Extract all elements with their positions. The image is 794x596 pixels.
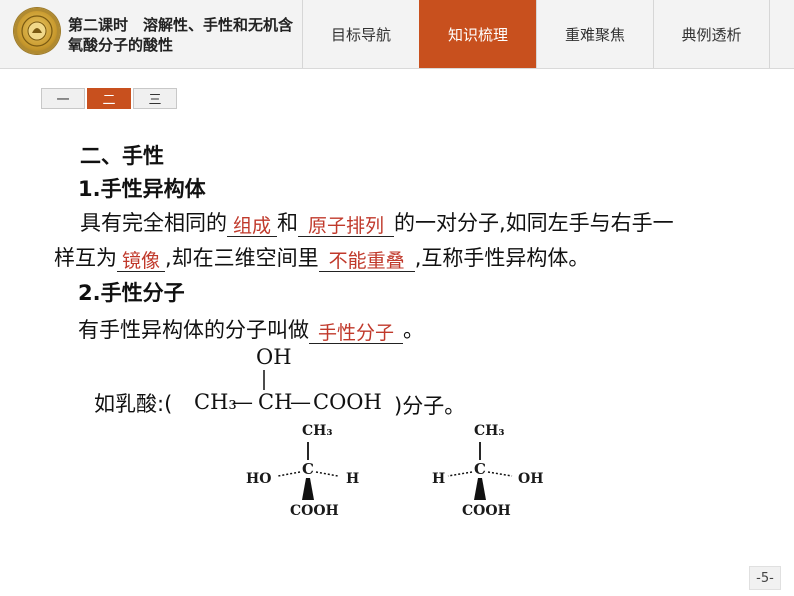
text: 的一对分子,如同左手与右手一 [394,211,674,235]
section-button-2[interactable]: 二 [87,88,131,109]
lactic-bond-vertical [263,370,265,390]
answer-blank-4: 不能重叠 [318,247,415,272]
nav-tabs: 目标导航 知识梳理 重难聚焦 典例透析 [302,0,770,68]
lactic-ch: CH [258,390,293,414]
lactic-bond-1: — [232,390,253,414]
text: 和 [277,211,298,235]
lactic-oh: OH [256,345,292,369]
text: 。 [403,318,424,342]
subheading-chiral-isomers: 1.手性异构体 [78,177,206,201]
header-bar: 第二课时 溶解性、手性和无机含氧酸分子的酸性 目标导航 知识梳理 重难聚焦 典例… [0,0,794,69]
section-button-1[interactable]: 一 [41,88,85,109]
mol2-right: OH [518,471,544,487]
text: 具有完全相同的 [80,211,227,235]
text: 样互为 [54,246,117,270]
mol2-left: H [432,471,446,487]
subheading-chiral-molecule: 2.手性分子 [78,281,185,305]
answer-blank-3: 镜像 [117,247,165,272]
molecule-2-bonds [447,442,513,500]
tab-knowledge[interactable]: 知识梳理 [419,0,536,68]
mol1-center: C [302,460,314,478]
mol1-top: CH₃ [302,423,333,439]
mol2-center: C [474,460,486,478]
mol2-bottom: COOH [462,503,511,519]
example-suffix: )分子。 [394,394,466,418]
mol1-right: H [346,471,360,487]
answer-blank-2: 原子排列 [298,212,394,237]
answer-blank-1: 组成 [227,212,277,237]
lactic-bond-2: — [290,390,311,414]
section-button-3[interactable]: 三 [133,88,177,109]
lesson-title: 第二课时 溶解性、手性和无机含氧酸分子的酸性 [68,16,294,54]
text: ,互称手性异构体。 [414,246,590,270]
molecule-1-bonds [277,442,339,500]
paragraph-line-1: 具有完全相同的组成和原子排列的一对分子,如同左手与右手一 [80,209,674,237]
tab-objectives[interactable]: 目标导航 [302,0,419,68]
school-logo [14,8,60,54]
mol1-left: HO [246,471,272,487]
answer-blank-5: 手性分子 [309,319,403,344]
tab-examples[interactable]: 典例透析 [653,0,770,68]
lactic-cooh: COOH [313,390,382,414]
page-number: -5- [749,566,781,590]
lactic-ch3: CH₃ [194,390,237,414]
text: ,却在三维空间里 [165,246,319,270]
section-switcher: 一 二 三 [41,88,177,109]
example-prefix: 如乳酸:( [94,392,173,416]
paragraph-line-2: 样互为镜像,却在三维空间里不能重叠,互称手性异构体。 [54,244,589,272]
text: 有手性异构体的分子叫做 [78,318,309,342]
mol2-top: CH₃ [474,423,505,439]
section-heading: 二、手性 [80,144,164,168]
mol1-bottom: COOH [290,503,339,519]
paragraph-line-3: 有手性异构体的分子叫做手性分子。 [78,316,424,344]
tab-key-points[interactable]: 重难聚焦 [536,0,653,68]
